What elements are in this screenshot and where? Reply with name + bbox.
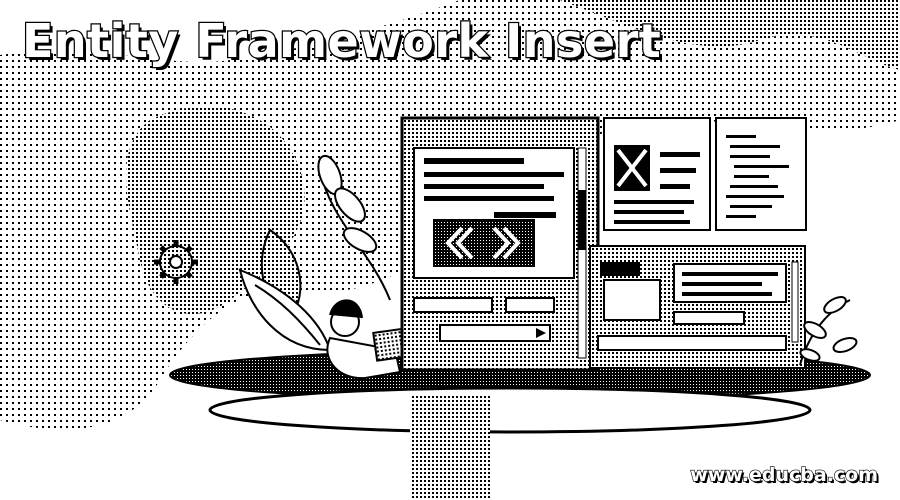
chevron-right-icon — [492, 226, 521, 260]
card-top-middle — [603, 117, 711, 231]
site-watermark: www.educba.com — [690, 463, 879, 486]
background-blob-right — [560, 0, 900, 70]
chevron-left-icon — [445, 226, 474, 260]
leaves-left — [238, 154, 391, 352]
panel-bottom-right — [589, 245, 806, 369]
close-x-icon — [616, 148, 648, 188]
plant-right — [799, 296, 858, 366]
gear-icon — [154, 240, 198, 284]
play-arrow-icon — [536, 328, 546, 338]
page-title: Entity Framework Insert — [21, 13, 662, 70]
platform-base — [208, 386, 812, 434]
card-top-right — [715, 117, 807, 231]
platform-stand — [410, 395, 490, 500]
monitor-left — [400, 116, 600, 372]
